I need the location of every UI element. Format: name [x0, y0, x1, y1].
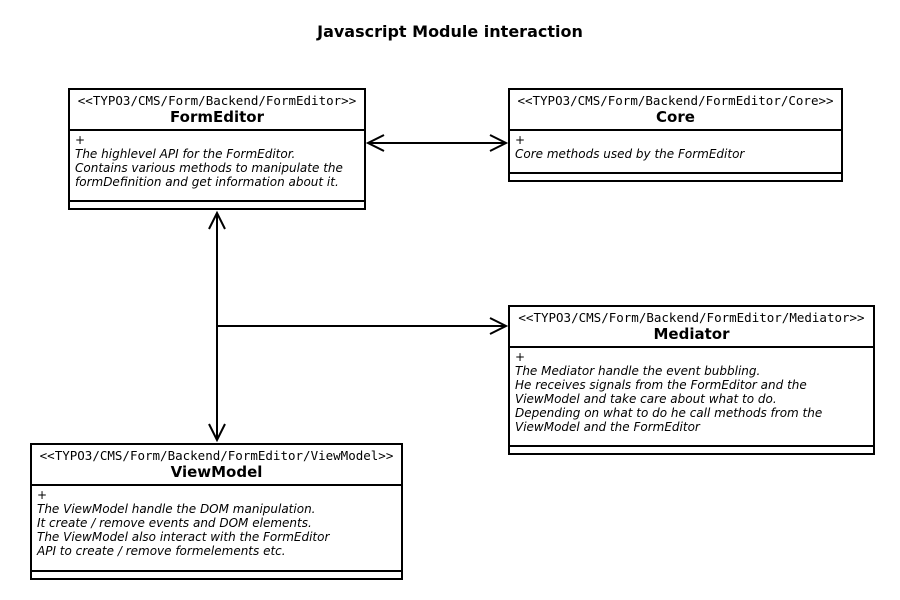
- class-name: ViewModel: [170, 463, 263, 481]
- description-line: The highlevel API for the FormEditor.: [75, 147, 296, 161]
- description-line: The ViewModel handle the DOM manipulatio…: [37, 502, 316, 516]
- class-header: <<TYPO3/CMS/Form/Backend/FormEditor>> Fo…: [70, 90, 364, 131]
- description-line: Contains various methods to manipulate t…: [75, 161, 343, 175]
- description-line: Depending on what to do he call methods …: [515, 406, 823, 420]
- description-line: The Mediator handle the event bubbling.: [515, 364, 761, 378]
- description-line: Core methods used by the FormEditor: [515, 147, 745, 161]
- description-line: The ViewModel also interact with the For…: [37, 530, 330, 544]
- class-description: + Core methods used by the FormEditor: [510, 131, 841, 174]
- class-name: FormEditor: [170, 108, 264, 126]
- class-stereotype: <<TYPO3/CMS/Form/Backend/FormEditor/Medi…: [518, 310, 865, 325]
- visibility-marker: +: [75, 133, 86, 147]
- class-methods-empty: [70, 202, 364, 208]
- class-description: + The Mediator handle the event bubbling…: [510, 348, 873, 447]
- visibility-marker: +: [515, 133, 526, 147]
- description-line: It create / remove events and DOM elemen…: [37, 516, 312, 530]
- class-box-formeditor: <<TYPO3/CMS/Form/Backend/FormEditor>> Fo…: [68, 88, 366, 210]
- arrow-to-mediator: [217, 317, 509, 335]
- visibility-marker: +: [37, 488, 48, 502]
- class-box-viewmodel: <<TYPO3/CMS/Form/Backend/FormEditor/View…: [30, 443, 403, 580]
- class-methods-empty: [510, 447, 873, 453]
- class-header: <<TYPO3/CMS/Form/Backend/FormEditor/View…: [32, 445, 401, 486]
- description-line: API to create / remove formelements etc.: [37, 544, 286, 558]
- class-name: Core: [656, 108, 695, 126]
- class-description: + The highlevel API for the FormEditor. …: [70, 131, 364, 202]
- description-line: ViewModel and the FormEditor: [515, 420, 700, 434]
- class-header: <<TYPO3/CMS/Form/Backend/FormEditor/Core…: [510, 90, 841, 131]
- class-box-mediator: <<TYPO3/CMS/Form/Backend/FormEditor/Medi…: [508, 305, 875, 455]
- class-methods-empty: [32, 572, 401, 578]
- class-header: <<TYPO3/CMS/Form/Backend/FormEditor/Medi…: [510, 307, 873, 348]
- class-stereotype: <<TYPO3/CMS/Form/Backend/FormEditor/View…: [39, 448, 394, 463]
- description-line: ViewModel and take care about what to do…: [515, 392, 777, 406]
- class-box-core: <<TYPO3/CMS/Form/Backend/FormEditor/Core…: [508, 88, 843, 182]
- visibility-marker: +: [515, 350, 526, 364]
- class-methods-empty: [510, 174, 841, 180]
- arrow-formeditor-core: [365, 134, 509, 152]
- diagram-title: Javascript Module interaction: [317, 22, 583, 41]
- description-line: He receives signals from the FormEditor …: [515, 378, 807, 392]
- class-stereotype: <<TYPO3/CMS/Form/Backend/FormEditor/Core…: [517, 93, 834, 108]
- class-stereotype: <<TYPO3/CMS/Form/Backend/FormEditor>>: [77, 93, 357, 108]
- class-description: + The ViewModel handle the DOM manipulat…: [32, 486, 401, 572]
- class-name: Mediator: [653, 325, 730, 343]
- description-line: formDefinition and get information about…: [75, 175, 339, 189]
